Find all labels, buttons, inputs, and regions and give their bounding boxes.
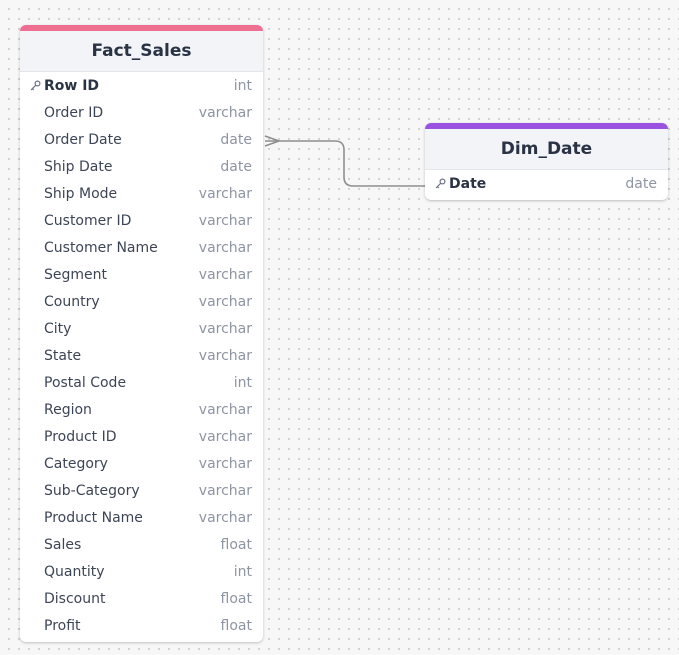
column-row-segment[interactable]: Segment varchar: [20, 261, 263, 288]
column-name: Ship Date: [44, 158, 113, 175]
column-name: Row ID: [44, 77, 100, 94]
column-type: varchar: [198, 104, 252, 121]
column-row-customer-name[interactable]: Customer Name varchar: [20, 234, 263, 261]
column-name: City: [44, 320, 72, 337]
column-name: Category: [44, 455, 108, 472]
table-title[interactable]: Fact_Sales: [20, 31, 263, 72]
column-type: date: [220, 158, 252, 175]
column-type: varchar: [198, 320, 252, 337]
column-row-row-id[interactable]: Row ID int: [20, 72, 263, 99]
column-type: float: [220, 617, 252, 634]
column-row-customer-id[interactable]: Customer ID varchar: [20, 207, 263, 234]
column-name: Country: [44, 293, 100, 310]
column-name: Quantity: [44, 563, 105, 580]
column-row-discount[interactable]: Discount float: [20, 585, 263, 612]
column-type: date: [625, 175, 657, 192]
column-row-country[interactable]: Country varchar: [20, 288, 263, 315]
column-type: varchar: [198, 455, 252, 472]
column-row-ship-mode[interactable]: Ship Mode varchar: [20, 180, 263, 207]
crows-foot-icon: [264, 135, 280, 147]
column-row-sales[interactable]: Sales float: [20, 531, 263, 558]
column-type: varchar: [198, 293, 252, 310]
table-dim-date[interactable]: Dim_Date Date date: [425, 123, 668, 200]
column-type: float: [220, 536, 252, 553]
column-name: Product Name: [44, 509, 143, 526]
relationship-line: [265, 140, 425, 187]
column-name: Order Date: [44, 131, 122, 148]
column-name: State: [44, 347, 82, 364]
column-type: varchar: [198, 482, 252, 499]
column-name: Order ID: [44, 104, 104, 121]
column-type: date: [220, 131, 252, 148]
column-type: varchar: [198, 212, 252, 229]
column-name: Profit: [44, 617, 81, 634]
column-name: Segment: [44, 266, 107, 283]
column-row-category[interactable]: Category varchar: [20, 450, 263, 477]
column-row-date[interactable]: Date date: [425, 170, 668, 197]
column-row-sub-category[interactable]: Sub-Category varchar: [20, 477, 263, 504]
column-name: Sub-Category: [44, 482, 140, 499]
column-row-order-id[interactable]: Order ID varchar: [20, 99, 263, 126]
column-row-quantity[interactable]: Quantity int: [20, 558, 263, 585]
column-row-profit[interactable]: Profit float: [20, 612, 263, 639]
column-name: Ship Mode: [44, 185, 118, 202]
table-accent-bar: [425, 123, 668, 129]
column-name: Postal Code: [44, 374, 127, 391]
column-row-postal-code[interactable]: Postal Code int: [20, 369, 263, 396]
column-row-product-name[interactable]: Product Name varchar: [20, 504, 263, 531]
column-name: Customer Name: [44, 239, 158, 256]
column-type: varchar: [198, 428, 252, 445]
column-type: varchar: [198, 401, 252, 418]
column-name: Customer ID: [44, 212, 132, 229]
key-icon: [435, 178, 449, 189]
column-type: varchar: [198, 239, 252, 256]
column-name: Region: [44, 401, 92, 418]
column-type: int: [233, 77, 252, 94]
column-type: varchar: [198, 266, 252, 283]
table-accent-bar: [20, 25, 263, 31]
column-name: Date: [449, 175, 487, 192]
column-name: Sales: [44, 536, 82, 553]
column-type: varchar: [198, 347, 252, 364]
column-row-ship-date[interactable]: Ship Date date: [20, 153, 263, 180]
column-row-region[interactable]: Region varchar: [20, 396, 263, 423]
column-name: Product ID: [44, 428, 117, 445]
key-icon: [30, 80, 44, 91]
column-row-city[interactable]: City varchar: [20, 315, 263, 342]
column-list: Date date: [425, 170, 668, 200]
column-row-order-date[interactable]: Order Date date: [20, 126, 263, 153]
column-type: int: [233, 374, 252, 391]
column-row-state[interactable]: State varchar: [20, 342, 263, 369]
table-title[interactable]: Dim_Date: [425, 129, 668, 170]
column-row-product-id[interactable]: Product ID varchar: [20, 423, 263, 450]
column-type: int: [233, 563, 252, 580]
column-type: varchar: [198, 185, 252, 202]
column-type: varchar: [198, 509, 252, 526]
column-type: float: [220, 590, 252, 607]
column-name: Discount: [44, 590, 106, 607]
